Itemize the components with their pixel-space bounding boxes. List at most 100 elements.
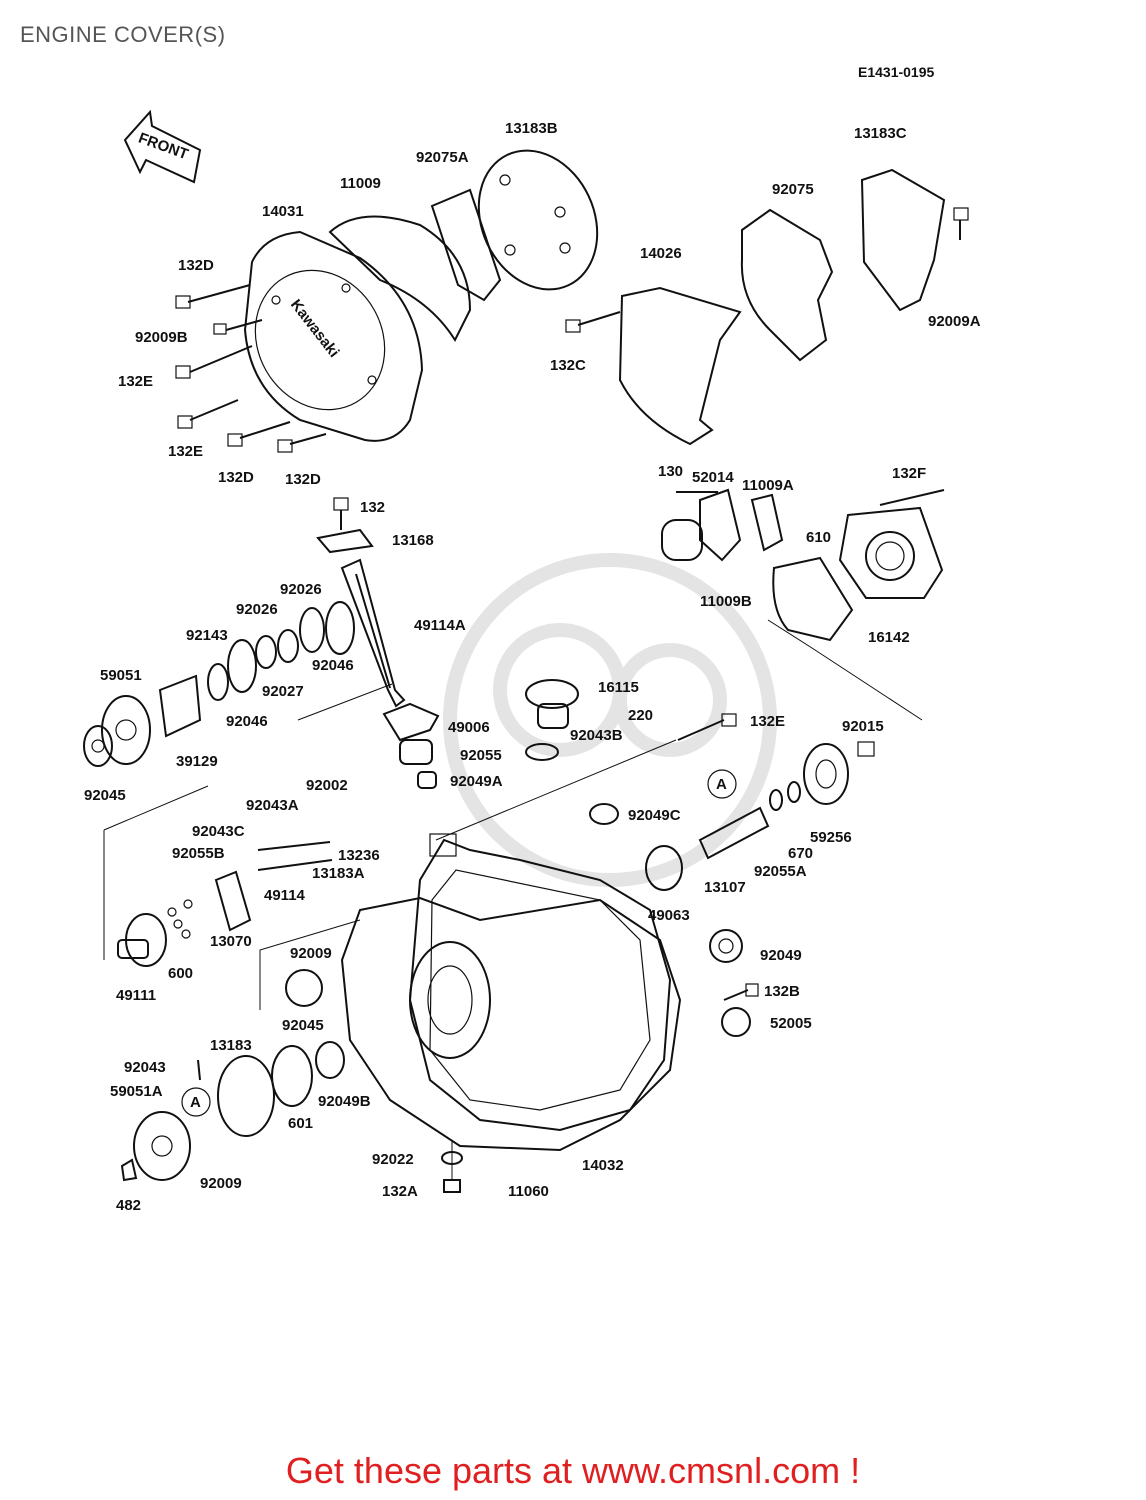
part-label-92043C: 92043C	[192, 823, 245, 840]
part-label-13183B: 13183B	[505, 120, 558, 137]
bearing-stack	[83, 601, 355, 767]
cover-13183C	[860, 168, 969, 312]
oil-filler-16115	[525, 679, 579, 761]
part-label-13183C: 13183C	[854, 125, 907, 142]
part-label-92027: 92027	[262, 683, 304, 700]
water-pump-group	[661, 488, 945, 721]
part-label-59051: 59051	[100, 667, 142, 684]
part-label-132A: 132A	[382, 1183, 418, 1200]
impeller-shaft-13107: A	[698, 741, 875, 860]
gasket-11060	[340, 896, 682, 1152]
clutch-cover-14032	[408, 833, 672, 1132]
part-label-52005: 52005	[770, 1015, 812, 1032]
part-label-59051A: 59051A	[110, 1083, 163, 1100]
part-label-92075: 92075	[772, 181, 814, 198]
watermark-logo	[443, 553, 777, 887]
part-label-132C: 132C	[550, 357, 586, 374]
part-label-482: 482	[116, 1197, 141, 1214]
part-label-13107: 13107	[704, 879, 746, 896]
gasket-11009	[328, 215, 472, 343]
part-label-132: 132	[360, 499, 385, 516]
part-label-13168: 13168	[392, 532, 434, 549]
part-label-92009: 92009	[200, 1175, 242, 1192]
part-label-92009B: 92009B	[135, 329, 188, 346]
part-label-16115: 16115	[598, 679, 639, 696]
part-label-92143: 92143	[186, 627, 228, 644]
promo-text[interactable]: Get these parts at www.cmsnl.com !	[285, 1450, 861, 1491]
part-label-39129: 39129	[176, 753, 218, 770]
part-label-92002: 92002	[306, 777, 348, 794]
magneto-cover-14031: Kawasaki	[243, 230, 424, 442]
circle-marker-a-1: A	[716, 776, 727, 793]
part-label-13183: 13183	[210, 1037, 252, 1054]
part-label-11009: 11009	[340, 175, 381, 192]
diagram-code: E1431-0195	[858, 64, 935, 80]
part-label-132F: 132F	[892, 465, 926, 482]
part-label-92075A: 92075A	[416, 149, 469, 166]
left-lower-group: A	[117, 841, 345, 1182]
part-label-92022: 92022	[372, 1151, 414, 1168]
part-label-92043B: 92043B	[570, 727, 623, 744]
cover-disc-13183B	[477, 149, 599, 291]
gasket-92075	[740, 208, 834, 362]
part-label-92049: 92049	[760, 947, 802, 964]
part-number-labels: 13183B92075A1100914031132D92009B132E132E…	[84, 120, 981, 1214]
part-label-132B: 132B	[764, 983, 800, 1000]
part-label-600: 600	[168, 965, 193, 982]
part-label-49114A: 49114A	[414, 617, 466, 634]
part-label-11009B: 11009B	[700, 593, 752, 610]
part-label-59256: 59256	[810, 829, 852, 846]
part-label-92026: 92026	[236, 601, 278, 618]
part-label-92055A: 92055A	[754, 863, 807, 880]
part-label-92055: 92055	[460, 747, 502, 764]
part-label-92049C: 92049C	[628, 807, 681, 824]
part-label-610: 610	[806, 529, 831, 546]
group-brackets	[103, 683, 393, 1010]
pump-gear-49006	[382, 702, 440, 789]
part-label-13236: 13236	[338, 847, 380, 864]
part-label-92049A: 92049A	[450, 773, 503, 790]
part-label-92015: 92015	[842, 718, 884, 735]
part-label-132D: 132D	[285, 471, 321, 488]
part-label-11060: 11060	[508, 1183, 549, 1200]
part-label-92055B: 92055B	[172, 845, 225, 862]
part-label-13183A: 13183A	[312, 865, 365, 882]
part-label-132E: 132E	[118, 373, 153, 390]
part-label-92026: 92026	[280, 581, 322, 598]
circle-marker-a-2: A	[190, 1094, 201, 1111]
bolt-132E-long	[435, 713, 737, 841]
part-label-92046: 92046	[312, 657, 354, 674]
part-label-49111: 49111	[116, 987, 156, 1004]
part-label-130: 130	[658, 463, 683, 480]
part-label-132E: 132E	[168, 443, 203, 460]
part-label-14032: 14032	[582, 1157, 624, 1174]
part-label-52014: 52014	[692, 469, 734, 486]
part-label-132D: 132D	[218, 469, 254, 486]
seals-right	[589, 803, 759, 1037]
part-label-11009A: 11009A	[742, 477, 794, 494]
part-label-92009A: 92009A	[928, 313, 981, 330]
part-label-92043: 92043	[124, 1059, 166, 1076]
part-label-14026: 14026	[640, 245, 682, 262]
drain-plug-132A	[441, 1140, 463, 1193]
part-label-14031: 14031	[262, 203, 304, 220]
part-label-132E: 132E	[750, 713, 785, 730]
part-label-92046: 92046	[226, 713, 268, 730]
part-label-601: 601	[288, 1115, 313, 1132]
part-label-670: 670	[788, 845, 813, 862]
part-label-220: 220	[628, 707, 653, 724]
gasket-92075A	[430, 188, 502, 302]
sprocket-cover-14026	[565, 286, 742, 446]
part-label-92045: 92045	[282, 1017, 324, 1034]
part-label-16142: 16142	[868, 629, 910, 646]
part-label-92045: 92045	[84, 787, 126, 804]
shift-shaft-group	[316, 497, 406, 708]
part-label-92049B: 92049B	[318, 1093, 371, 1110]
part-label-49006: 49006	[448, 719, 490, 736]
front-arrow: FRONT	[123, 109, 202, 184]
part-label-49063: 49063	[648, 907, 690, 924]
part-label-92043A: 92043A	[246, 797, 299, 814]
brand-text: Kawasaki	[287, 296, 343, 360]
front-arrow-label: FRONT	[136, 130, 190, 164]
part-label-132D: 132D	[178, 257, 214, 274]
